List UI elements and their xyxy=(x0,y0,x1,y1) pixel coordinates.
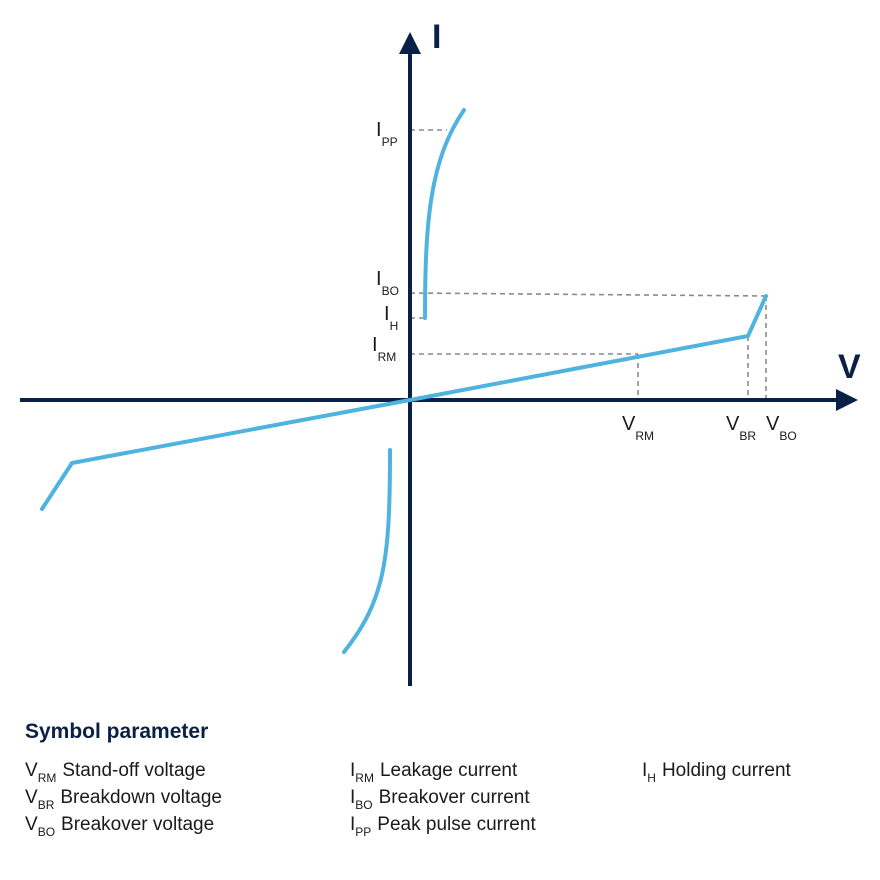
axis-name-current: I xyxy=(432,18,441,56)
label-irm: IRM xyxy=(372,334,396,364)
label-vrm: VRM xyxy=(622,413,654,443)
legend-description: Breakover current xyxy=(378,787,530,808)
x-axis-arrow xyxy=(836,389,858,411)
legend-description: Breakover voltage xyxy=(61,814,215,835)
label-ih: IH xyxy=(384,303,398,333)
label-ibo: IBO xyxy=(376,268,399,298)
legend-symbol: VRM xyxy=(25,760,57,785)
legend-symbol: VBO xyxy=(25,814,56,839)
legend-symbol: IH xyxy=(642,760,656,785)
curve-negative-surge xyxy=(342,448,392,654)
legend-description: Leakage current xyxy=(379,760,518,781)
legend-symbol: IPP xyxy=(350,814,372,839)
legend-description: Peak pulse current xyxy=(377,814,536,835)
label-ipp: IPP xyxy=(376,119,398,149)
legend-title: Symbol parameter xyxy=(25,720,209,743)
iv-characteristic-diagram: I V IPP IBO IH IRM VRM VBR VBO xyxy=(20,18,861,686)
label-vbr: VBR xyxy=(726,413,756,443)
y-axis-arrow xyxy=(399,32,421,54)
legend-symbol: IRM xyxy=(350,760,374,785)
label-vbo: VBO xyxy=(766,413,797,443)
legend-symbol: VBR xyxy=(25,787,55,812)
curve-main-branch xyxy=(40,294,768,511)
guide-ibo xyxy=(409,292,767,297)
guide-lines xyxy=(409,129,767,400)
legend-description: Breakdown voltage xyxy=(60,787,222,808)
iv-curve xyxy=(40,108,768,654)
curve-positive-surge xyxy=(423,108,466,320)
axis-name-voltage: V xyxy=(838,348,861,386)
legend-symbol: IBO xyxy=(350,787,373,812)
legend-description: Holding current xyxy=(661,760,791,781)
legend-description: Stand-off voltage xyxy=(62,760,206,781)
axes xyxy=(20,32,858,686)
